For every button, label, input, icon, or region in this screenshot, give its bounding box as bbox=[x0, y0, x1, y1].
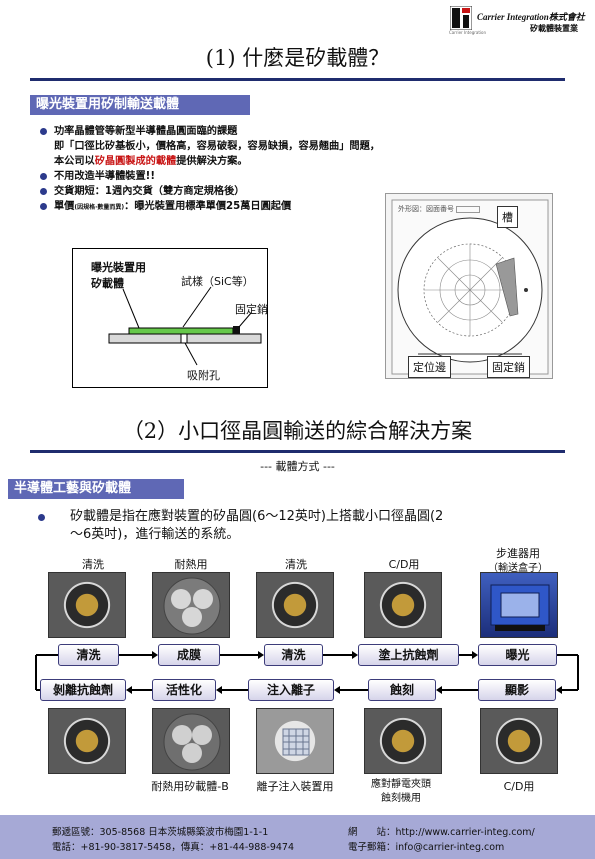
transport-box-svg bbox=[490, 584, 550, 631]
bullet-item: 交貨期短：1週內交貨（雙方商定規格後） bbox=[38, 184, 380, 199]
company-name: Carrier Integration株式會社 bbox=[477, 12, 585, 22]
hole-label: 吸附孔 bbox=[187, 369, 220, 382]
carrier-label-line1: 曝光裝置用 bbox=[91, 261, 146, 274]
bullet-dot bbox=[40, 203, 47, 210]
bullet-dot bbox=[40, 128, 47, 135]
paragraph-line1: 矽載體是指在應對裝置的矽晶圓(6～12英吋)上搭載小口徑晶圓(2 bbox=[70, 509, 444, 524]
address-label: 郵遞區號： bbox=[52, 827, 100, 838]
website-link[interactable]: http://www.carrier-integ.com/ bbox=[395, 827, 535, 838]
logo-caption: Carrier Integration bbox=[449, 30, 486, 35]
bullet-text: 本公司以 bbox=[54, 156, 95, 167]
flow-step-resist-strip: 剝離抗蝕劑 bbox=[40, 679, 126, 701]
caption-bottom-3: 應對靜電夾頭 bbox=[371, 779, 431, 790]
caption-top-4: C/D用 bbox=[388, 558, 420, 571]
caption-top-5b: （輸送盒子） bbox=[488, 563, 548, 574]
section2-rule bbox=[30, 450, 565, 453]
section1-bullets: 功率晶體管等新型半導體晶圓面臨的課題 即「口徑比矽基板小，價格高，容易破裂，容易… bbox=[38, 124, 380, 215]
fixing-pin-label: 固定銷 bbox=[487, 356, 530, 378]
bullet-item: 功率晶體管等新型半導體晶圓面臨的課題 bbox=[38, 124, 380, 139]
caption-top-5: 步進器用 bbox=[496, 547, 540, 560]
section1-title: (1) 什麼是矽載體？ bbox=[205, 46, 390, 70]
bullet-continuation: 本公司以矽晶圓製成的載體提供解決方案。 bbox=[38, 154, 380, 169]
flow-step-deposition: 成膜 bbox=[158, 644, 220, 666]
heat-carrier-photo bbox=[152, 572, 230, 638]
bullet-dot bbox=[40, 188, 47, 195]
caption-top-1: 清洗 bbox=[82, 558, 104, 571]
wafer-photo-cd bbox=[364, 572, 442, 638]
sample-label: 試樣（SiC等） bbox=[181, 275, 254, 288]
caption-top-3: 清洗 bbox=[285, 558, 307, 571]
ion-implant-carrier-photo bbox=[256, 708, 334, 774]
caption-bottom-4: C/D用 bbox=[503, 780, 535, 793]
groove-label: 槽 bbox=[497, 206, 518, 228]
flow-step-resist-coat: 塗上抗蝕劑 bbox=[358, 644, 459, 666]
footer-email: 電子郵箱：info@carrier-integ.com bbox=[348, 839, 504, 853]
drawing-header: 外形図：図面番号 bbox=[398, 204, 481, 214]
bullet-text: ：曝光裝置用標準單價25萬日圓起價 bbox=[124, 201, 292, 212]
caption-bottom-2: 離子注入裝置用 bbox=[256, 780, 334, 793]
heat-carrier-b-photo bbox=[152, 708, 230, 774]
caption-top-2: 耐熱用 bbox=[174, 558, 208, 571]
flat-label: 定位邊 bbox=[408, 356, 451, 378]
bullet-text: 功率晶體管等新型半導體晶圓面臨的課題 bbox=[54, 126, 238, 137]
carrier-outline-drawing: 外形図：図面番号 bbox=[385, 193, 553, 379]
company-logo bbox=[450, 6, 472, 30]
cross-section-drawing bbox=[108, 286, 262, 366]
flow-step-clean-2: 清洗 bbox=[264, 644, 323, 666]
flow-step-etch: 蝕刻 bbox=[368, 679, 436, 701]
bullet-note: (因規格·數量而異) bbox=[74, 204, 125, 211]
carrier-cross-section-diagram: 曝光裝置用 矽載體 試樣（SiC等） 固定銷 吸附孔 bbox=[72, 248, 268, 388]
heat-carrier-b-wafers-svg bbox=[163, 713, 221, 771]
wafer-photo-clean-2 bbox=[256, 572, 334, 638]
section2-band: 半導體工藝與矽載體 bbox=[8, 479, 184, 499]
bullet-continuation: 即「口徑比矽基板小，價格高，容易破裂，容易缺損，容易翹曲」問題， bbox=[38, 139, 380, 154]
caption-bottom-3b: 蝕刻機用 bbox=[381, 793, 421, 804]
heat-carrier-wafers-svg bbox=[163, 577, 221, 635]
bullet-text: 不用改造半導體裝置!! bbox=[54, 171, 155, 182]
flow-step-ion-implant: 注入離子 bbox=[248, 679, 334, 701]
wafer-photo-develop bbox=[480, 708, 558, 774]
section1-band: 曝光裝置用矽制輸送載體 bbox=[30, 95, 250, 115]
footer-website: 網 站：http://www.carrier-integ.com/ bbox=[348, 824, 535, 838]
flow-step-exposure: 曝光 bbox=[478, 644, 557, 666]
section2-title: （2）小口徑晶圓輸送的綜合解決方案 bbox=[122, 419, 473, 443]
email-link[interactable]: info@carrier-integ.com bbox=[395, 842, 505, 853]
flow-step-activation: 活性化 bbox=[152, 679, 216, 701]
wafer-photo-clean-1 bbox=[48, 572, 126, 638]
drawing-number-box bbox=[456, 205, 481, 213]
bullet-text: 交貨期短：1週內交貨（雙方商定規格後） bbox=[54, 186, 245, 197]
bullet-text: 單價 bbox=[54, 201, 75, 212]
website-label: 網 站： bbox=[348, 827, 396, 838]
highlight-text: 矽晶圓製成的載體 bbox=[94, 156, 177, 167]
paragraph-line2: ～6英吋)，進行輸送的系統。 bbox=[70, 527, 240, 542]
address-value: 305-8568 日本茨城縣築波市梅園1-1-1 bbox=[99, 827, 269, 838]
bullet-dot bbox=[40, 173, 47, 180]
process-flow-arrows bbox=[35, 651, 579, 694]
bullet-text: 即「口徑比矽基板小，價格高，容易破裂，容易缺損，容易翹曲」問題， bbox=[54, 141, 380, 152]
pin-label: 固定銷 bbox=[235, 303, 268, 316]
flow-step-clean-1: 清洗 bbox=[58, 644, 119, 666]
ion-implant-grid-svg bbox=[282, 728, 310, 756]
flow-step-develop: 顯影 bbox=[478, 679, 556, 701]
carrier-label-line2: 矽載體 bbox=[91, 277, 124, 290]
footer-phone: 電話：+81-90-3817-5458，傳真：+81-44-988-9474 bbox=[52, 842, 295, 853]
bullet-text: 提供解決方案。 bbox=[176, 156, 248, 167]
company-division: 矽載體裝置業 bbox=[530, 24, 578, 33]
stepper-box-photo bbox=[480, 572, 558, 638]
email-label: 電子郵箱： bbox=[348, 842, 396, 853]
contact-footer: 郵遞區號：305-8568 日本茨城縣築波市梅園1-1-1 電話：+81-90-… bbox=[0, 815, 595, 859]
caption-bottom-1: 耐熱用矽載體-B bbox=[151, 780, 229, 793]
footer-address: 郵遞區號：305-8568 日本茨城縣築波市梅園1-1-1 bbox=[52, 824, 268, 838]
bullet-item: 單價(因規格·數量而異)：曝光裝置用標準單價25萬日圓起價 bbox=[38, 199, 380, 215]
section1-rule bbox=[30, 78, 565, 81]
wafer-photo-strip bbox=[48, 708, 126, 774]
wafer-outline-svg bbox=[391, 199, 549, 375]
drawing-header-text: 外形図：図面番号 bbox=[398, 205, 457, 213]
bullet-item: 不用改造半導體裝置!! bbox=[38, 169, 380, 184]
section2-subtitle: --- 載體方式 --- bbox=[260, 460, 335, 473]
bullet-dot bbox=[38, 514, 45, 521]
wafer-photo-etch bbox=[364, 708, 442, 774]
